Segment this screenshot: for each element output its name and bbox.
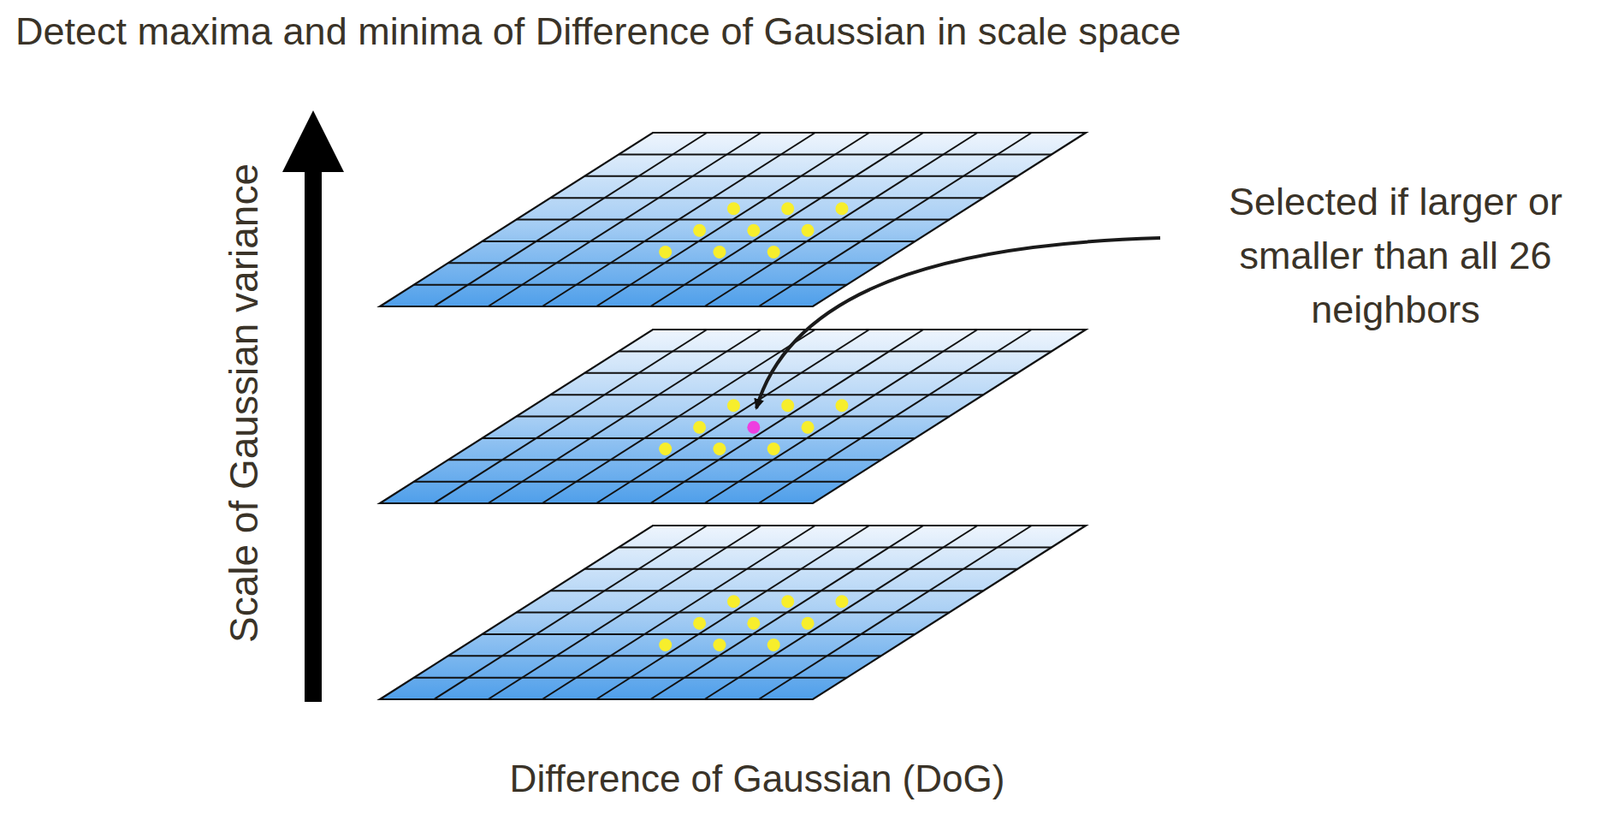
grid-line — [584, 372, 1018, 374]
neighbor-point — [801, 616, 815, 630]
neighbor-point — [712, 638, 726, 652]
grid-line — [618, 153, 1052, 155]
grid-line — [516, 219, 950, 221]
dog-plane — [379, 329, 1086, 504]
neighbor-point — [781, 594, 795, 608]
neighbor-point — [712, 245, 726, 259]
grid-line — [550, 589, 984, 592]
grid-line — [618, 545, 1052, 548]
neighbor-point — [835, 201, 848, 215]
neighbor-point — [746, 616, 760, 630]
leader-line — [756, 237, 1161, 409]
neighbor-point — [767, 638, 781, 652]
grid-line — [550, 393, 984, 396]
grid-line — [650, 132, 924, 307]
neighbor-point — [658, 245, 672, 259]
grid-line — [550, 196, 984, 199]
neighbor-point — [746, 224, 760, 238]
neighbor-point — [658, 638, 672, 652]
grid-line — [516, 611, 950, 614]
scale-axis-head — [282, 110, 344, 172]
neighbor-point — [658, 442, 672, 456]
dog-planes — [379, 132, 1086, 700]
neighbor-point — [781, 201, 795, 215]
grid-line — [584, 175, 1018, 178]
diagram-title: Detect maxima and minima of Difference o… — [15, 8, 1181, 55]
neighbor-point — [727, 201, 741, 215]
neighbor-point — [801, 224, 815, 238]
neighbor-point — [767, 245, 781, 259]
dog-plane — [379, 525, 1086, 700]
grid-line — [705, 132, 978, 307]
neighbor-point — [727, 398, 741, 412]
dog-plane — [379, 132, 1086, 307]
grid-line — [650, 525, 924, 700]
scale-axis-shaft — [304, 167, 322, 702]
neighbor-point — [801, 420, 815, 434]
grid-line — [705, 525, 978, 700]
neighbor-point — [693, 420, 706, 434]
neighbor-point — [693, 616, 706, 630]
neighbor-point — [712, 442, 726, 456]
neighbor-point — [693, 224, 706, 238]
grid-line — [705, 329, 978, 504]
grid-line — [758, 525, 1032, 700]
grid-line — [618, 349, 1052, 352]
grid-line — [650, 329, 924, 504]
callout-note: Selected if larger or smaller than all 2… — [1196, 174, 1595, 337]
neighbor-point — [781, 398, 795, 412]
neighbor-point — [727, 594, 741, 608]
sample-point — [746, 420, 760, 434]
grid-line — [758, 329, 1032, 504]
axis-label: Scale of Gaussian variance — [220, 163, 268, 643]
neighbor-point — [835, 398, 848, 412]
neighbor-point — [835, 594, 848, 608]
grid-line — [516, 415, 950, 418]
neighbor-point — [767, 442, 781, 456]
grid-line — [584, 568, 1018, 570]
diagram-caption: Difference of Gaussian (DoG) — [0, 756, 1515, 802]
